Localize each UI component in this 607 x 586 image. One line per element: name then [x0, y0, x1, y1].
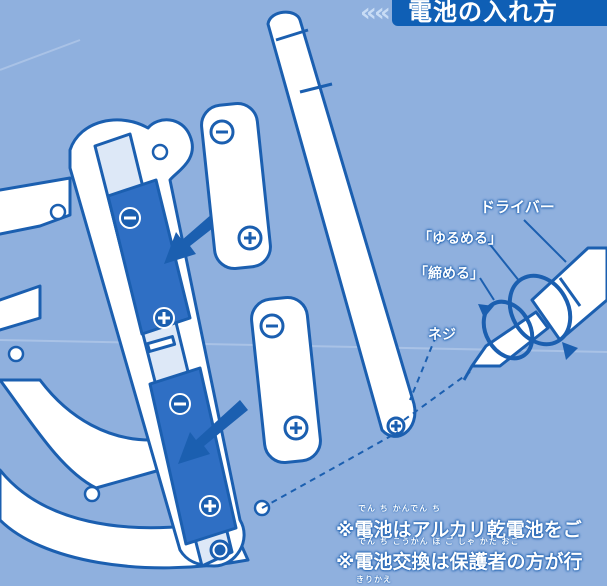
- screw-label: ネジ: [428, 327, 456, 343]
- page-edge-line: [0, 39, 81, 71]
- battery-aa-1: [200, 102, 272, 270]
- guide-lines: [261, 335, 471, 509]
- polarity-marks: [119, 207, 221, 517]
- rotation-arrows: [481, 273, 573, 361]
- chevron-left-icon: «: [360, 0, 377, 28]
- label-pointers: [479, 219, 567, 301]
- page-title: 電池の入れ方: [408, 0, 558, 26]
- note-ruby: きりかえ: [356, 575, 392, 584]
- note-ruby: でん ち かんでん ち: [358, 504, 441, 513]
- note-guardian: ※電池交換は保護者の方が行: [336, 551, 583, 573]
- note-alkaline: ※電池はアルカリ乾電池をご: [336, 519, 582, 541]
- title-banner: 電池の入れ方: [392, 0, 607, 26]
- chevron-left-icon: «: [374, 0, 391, 28]
- battery-aa-2: [250, 296, 322, 464]
- screw-holes: [7, 143, 271, 517]
- tighten-label: 「締める」: [414, 266, 484, 282]
- driver-label: ドライバー: [480, 198, 555, 216]
- note-ruby: でん ち こうかん ほ ご しゃ かた おこ: [358, 537, 520, 546]
- loosen-label: 「ゆるめる」: [418, 231, 502, 247]
- rotation-arrowheads: [478, 304, 578, 360]
